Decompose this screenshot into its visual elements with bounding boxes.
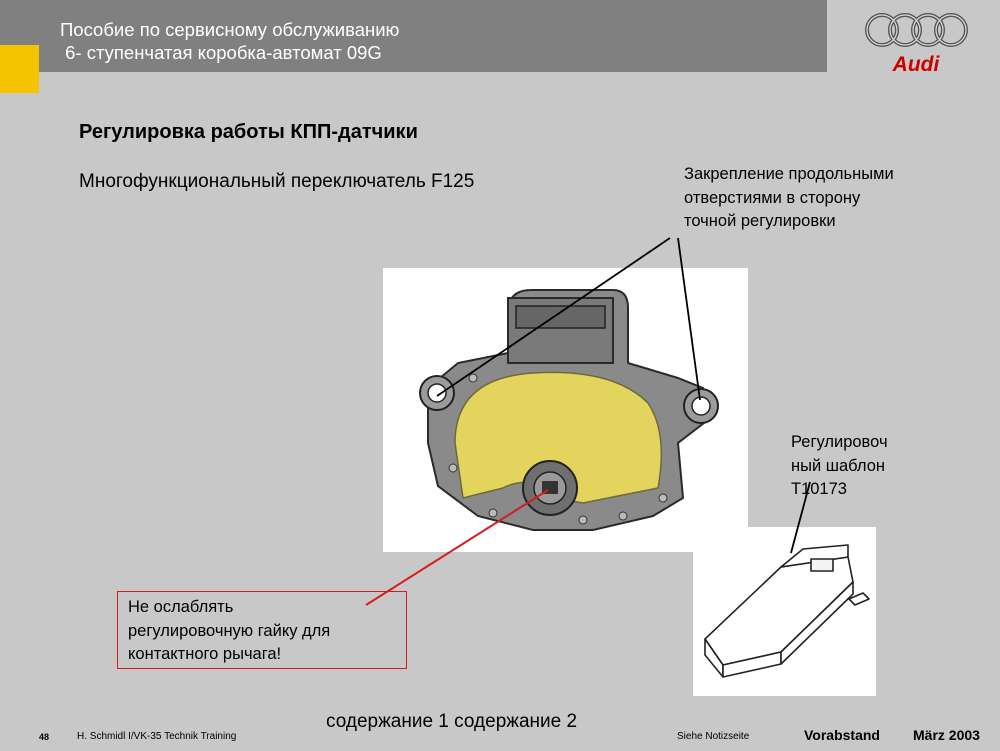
- slide-title: Регулировка работы КПП-датчики: [79, 121, 418, 143]
- warning-box: Не ослаблять регулировочную гайку для ко…: [117, 591, 407, 669]
- nav-links: содержание 1 содержание 2: [326, 711, 577, 733]
- page-number: 48: [39, 732, 50, 742]
- header-accent: [0, 45, 39, 93]
- template-t10173-image: [693, 527, 876, 696]
- slide-subtitle: Многофункциональный переключатель F125: [79, 171, 475, 192]
- footer-author: H. Schmidl I/VK-35 Technik Training: [77, 731, 237, 742]
- footer-date: März 2003: [913, 727, 980, 743]
- audi-logo: Audi: [827, 0, 1000, 92]
- callout-mounting: Закрепление продольными отверстиями в ст…: [684, 163, 894, 234]
- header-bar: [0, 0, 827, 72]
- callout-mounting-line: точной регулировки: [684, 212, 836, 230]
- audi-logo-text: Audi: [892, 53, 941, 76]
- header-title-line2: 6- ступенчатая коробка-автомат 09G: [60, 42, 382, 63]
- warning-line: Не ослаблять: [128, 598, 234, 616]
- callout-template-line: ный шаблон: [791, 456, 885, 475]
- switch-f125-image: [383, 268, 748, 552]
- nav-link-contents-1[interactable]: содержание 1: [326, 711, 449, 732]
- header-title: Пособие по сервисному обслуживанию 6- ст…: [60, 18, 399, 64]
- header-title-line1: Пособие по сервисному обслуживанию: [60, 19, 400, 40]
- callout-template: Регулировоч ный шаблон T10173: [791, 431, 888, 502]
- callout-template-line: Регулировоч: [791, 433, 888, 451]
- callout-mounting-line: отверстиями в сторону: [684, 188, 861, 207]
- footer-status: Vorabstand: [804, 727, 880, 743]
- nav-link-contents-2[interactable]: содержание 2: [454, 711, 578, 732]
- callout-template-line: T10173: [791, 480, 847, 498]
- warning-line: контактного рычага!: [128, 645, 282, 663]
- footer-notes: Siehe Notizseite: [677, 731, 750, 742]
- callout-mounting-line: Закрепление продольными: [684, 165, 894, 183]
- warning-line: регулировочную гайку для: [128, 621, 331, 640]
